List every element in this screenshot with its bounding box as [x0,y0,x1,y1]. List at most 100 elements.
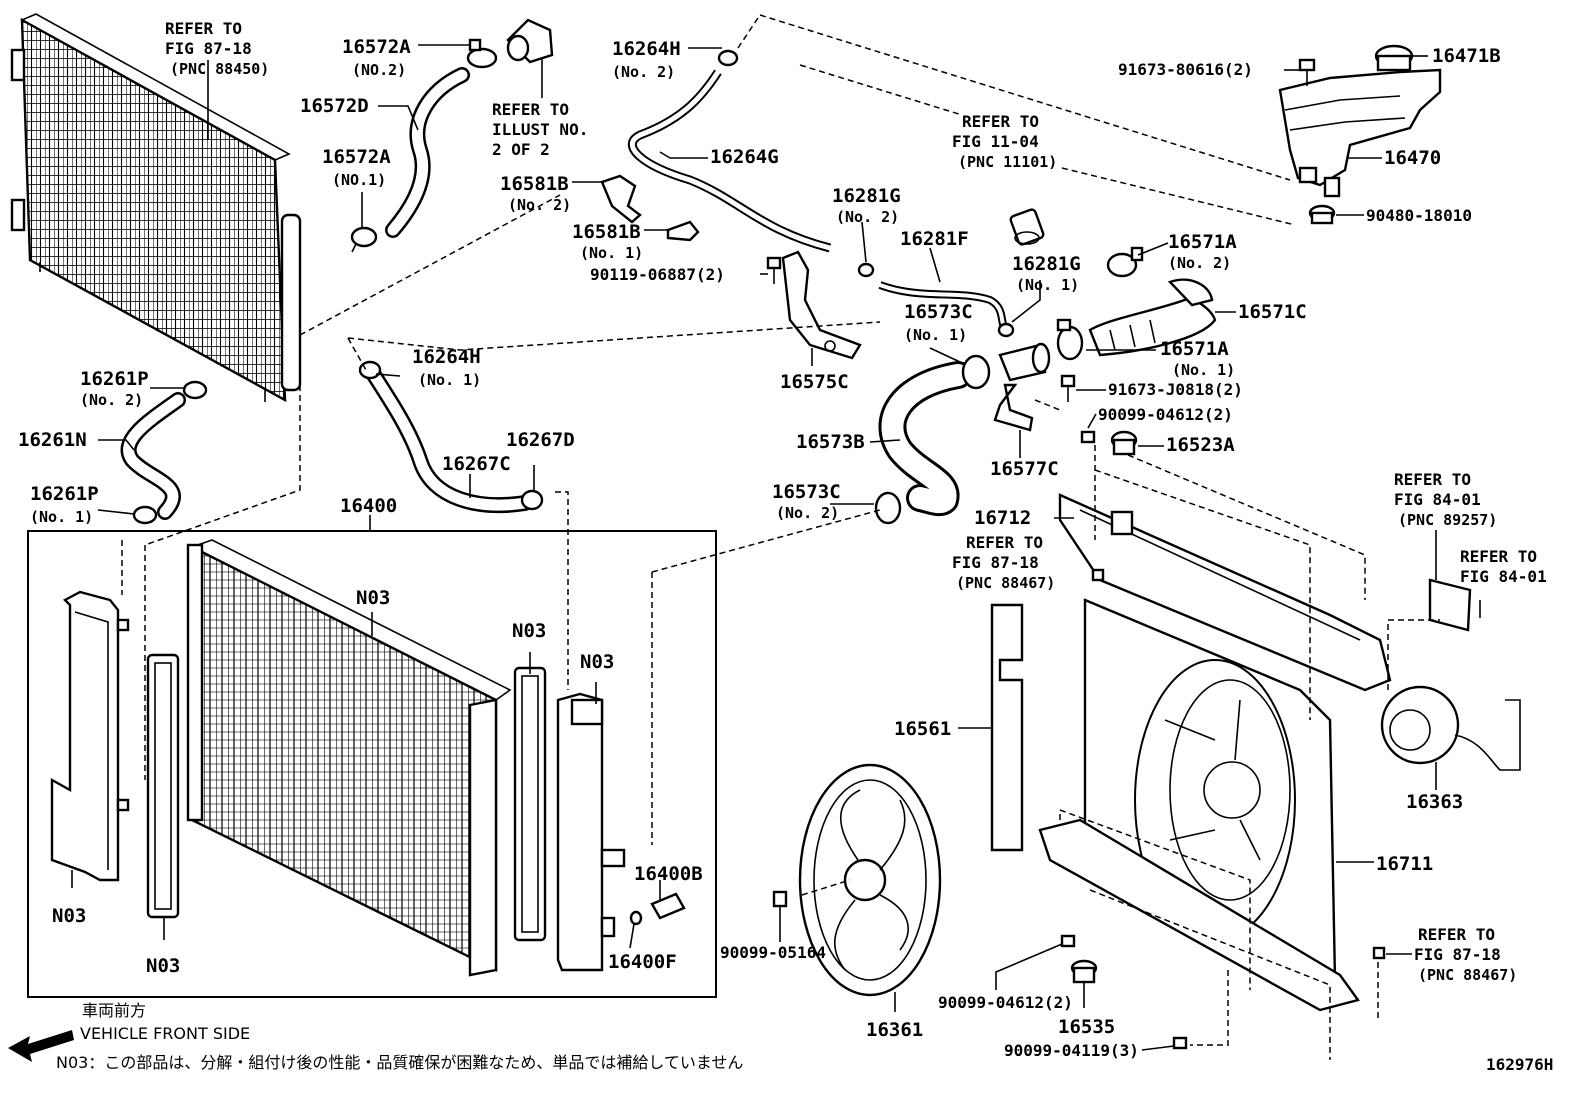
refer-87-18-bot-1: REFER TO [1418,925,1495,944]
label-16264H-no1: 16264H [412,346,481,368]
hose-16281F [878,281,1009,333]
label-16572A-no2: 16572A [342,36,411,58]
radiator-assembly-box [27,530,717,998]
label-16577C: 16577C [990,458,1059,480]
label-16571A-no2: 16571A [1168,231,1237,253]
label-16571A-no2-sub: (No. 2) [1168,254,1231,272]
label-16361: 16361 [866,1019,923,1041]
drawing-number: 162976H [1486,1055,1553,1074]
label-16581B-no1-sub: (No. 1) [580,244,643,262]
motor-16363 [1380,685,1521,771]
refer-84-01-b-1: REFER TO [1460,547,1537,566]
label-16264H-no2: 16264H [612,38,681,60]
refer-11-04-3: (PNC 11101) [958,153,1057,171]
refer-84-01-b-2: FIG 84-01 [1460,567,1547,586]
label-90480: 90480-18010 [1366,206,1472,225]
refer-87-18-top-1: REFER TO [165,19,242,38]
label-90099-04612-bot: 90099-04612(2) [938,993,1073,1012]
grommet-16535 [1070,959,1098,984]
grommet-16523A [1110,430,1138,456]
refer-87-18-top-2: FIG 87-18 [165,39,252,58]
o-ring-16400F [629,910,643,926]
label-n03-seal-left: N03 [146,955,180,977]
clamp-16573C-no1 [961,354,991,390]
refer-84-01-a-1: REFER TO [1394,470,1471,489]
label-16281G-no2-sub: (No. 2) [836,208,899,226]
fan-16361 [798,763,942,997]
label-16575C: 16575C [780,371,849,393]
bolt-90119 [766,256,782,284]
label-90099-04612-top: 90099-04612(2) [1098,405,1233,424]
hose-16264G [627,69,833,253]
refer-84-01-a-2: FIG 84-01 [1394,490,1481,509]
label-n03-seal-right: N03 [512,620,546,642]
grommet-90480 [1308,204,1336,225]
bolt-90099-04119 [1172,1036,1188,1050]
label-16523A: 16523A [1166,434,1235,456]
label-n03-tank-right: N03 [580,651,614,673]
hose-16261N [120,392,186,520]
hose-16573B [878,361,972,517]
label-91673-80616: 91673-80616(2) [1118,60,1253,79]
seal-16561 [990,603,1024,852]
label-90099-04119: 90099-04119(3) [1004,1041,1139,1060]
refer-87-18-bot-3: (PNC 88467) [1418,966,1517,984]
connector-89257 [1428,578,1472,632]
label-16264G: 16264G [710,146,779,168]
clamp-16261P-no2 [182,380,208,400]
label-n03-core: N03 [356,587,390,609]
tank-left [50,590,130,882]
label-16573C-no2-sub: (No. 2) [776,504,839,522]
label-16261P-no2: 16261P [80,368,149,390]
clamp-16264H-no2 [717,49,739,67]
lower-support [1038,818,1360,1012]
label-16400B: 16400B [634,863,703,885]
label-16581B-no1: 16581B [572,221,641,243]
label-16470: 16470 [1384,147,1441,169]
drain-plug-16400B [650,892,686,920]
label-n03-tank-left: N03 [52,905,86,927]
direction-jp: 車両前方 [82,1001,146,1020]
dashed-lines [121,14,1440,1060]
clamp-16281G-no1 [997,322,1015,338]
pipe-11101 [1009,208,1045,246]
label-16261N: 16261N [18,429,87,451]
clamp-16572A-no2 [466,38,498,69]
bolt-91673-80616 [1298,58,1316,86]
refer-87-18-bot-2: FIG 87-18 [1414,945,1501,964]
label-16573C-no1-sub: (No. 1) [904,326,967,344]
label-16571A-no1-sub: (No. 1) [1172,361,1235,379]
bracket-16581B-no1 [666,220,700,242]
refer-87-18-top-3: (PNC 88450) [170,60,269,78]
bolt-90099-04612-bot [1060,934,1076,948]
direction-en: VEHICLE FRONT SIDE [80,1024,250,1043]
refer-84-01-a-3: (PNC 89257) [1398,511,1497,529]
refer-87-18-mid-3: (PNC 88467) [956,574,1055,592]
label-16561: 16561 [894,718,951,740]
label-16572A-no2-sub: (NO.2) [352,61,406,79]
label-16363: 16363 [1406,791,1463,813]
clamp-16573C-no2 [874,491,902,525]
refer-illust-1: REFER TO [492,100,569,119]
label-90119: 90119-06887(2) [590,265,725,284]
label-16267C: 16267C [442,453,511,475]
condenser [10,13,302,403]
label-16281G-no2: 16281G [832,185,901,207]
label-16581B-no2: 16581B [500,173,569,195]
refer-illust-3: 2 OF 2 [492,140,550,159]
refer-11-04-1: REFER TO [962,112,1039,131]
label-16573C-no2: 16573C [772,481,841,503]
vehicle-front-arrow-icon [8,1030,74,1062]
label-16281G-no1-sub: (No. 1) [1016,276,1079,294]
clamp-16264H-no1 [358,360,382,380]
refer-87-18-mid-2: FIG 87-18 [952,553,1039,572]
label-16573C-no1: 16573C [904,301,973,323]
hose-16572D [385,67,470,238]
clamp-16571A-no1 [1056,318,1084,361]
label-16571A-no1: 16571A [1160,338,1229,360]
label-16535: 16535 [1058,1016,1115,1038]
clamp-16571A-no2 [1106,246,1144,278]
bracket-16577C [993,383,1034,432]
clamp-16572A-no1 [350,226,378,253]
bracket-16581B-no2 [600,174,642,224]
